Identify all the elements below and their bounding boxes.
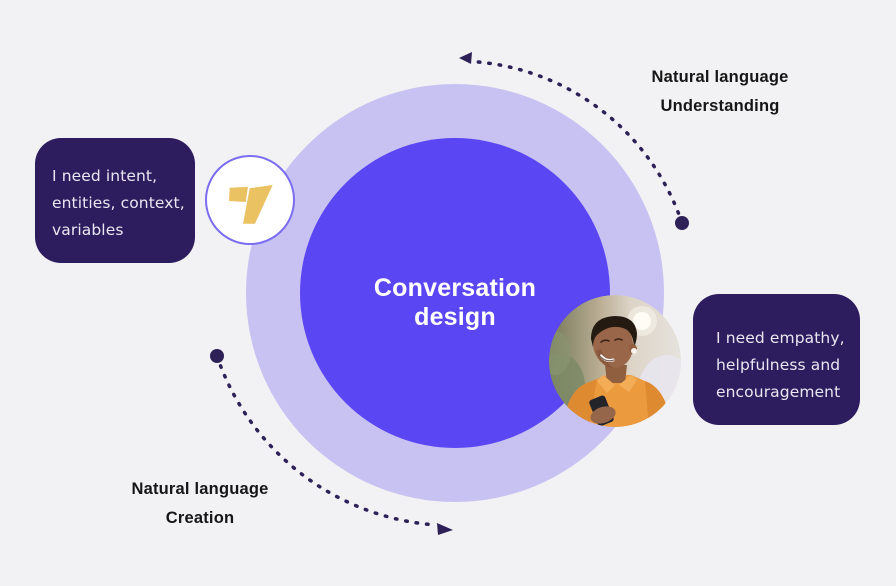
yellow-ai-logo-icon bbox=[229, 185, 273, 224]
bottom-arc-start-dot bbox=[210, 349, 224, 363]
logo-badge bbox=[205, 155, 295, 245]
top-arc-start-dot bbox=[675, 216, 689, 230]
right-callout-bubble: I need empathy, helpfulness and encourag… bbox=[693, 294, 860, 425]
right-callout-line3: encouragement bbox=[716, 382, 841, 401]
user-photo bbox=[549, 295, 681, 427]
right-callout-line1: I need empathy, bbox=[716, 328, 845, 347]
right-callout-line2: helpfulness and bbox=[716, 355, 841, 374]
left-callout-line1: I need intent, bbox=[52, 167, 158, 185]
nlu-label-line2: Understanding bbox=[660, 97, 780, 115]
left-callout-line3: variables bbox=[52, 221, 124, 239]
center-title-line1: Conversation bbox=[373, 273, 537, 302]
left-callout-bubble: I need intent, entities, context, variab… bbox=[35, 138, 195, 263]
arrow-left-icon bbox=[459, 52, 472, 64]
arrow-right-icon bbox=[437, 523, 453, 535]
center-title: Conversation design bbox=[374, 274, 536, 332]
left-callout-line2: entities, context, bbox=[52, 194, 185, 212]
nlc-label-line2: Creation bbox=[165, 509, 235, 527]
center-title-line2: design bbox=[414, 302, 496, 331]
nlu-label-line1: Natural language bbox=[651, 68, 789, 86]
nlu-label: Natural language Understanding bbox=[600, 63, 840, 121]
nlc-label-line1: Natural language bbox=[131, 480, 269, 498]
nlc-label: Natural language Creation bbox=[80, 475, 320, 533]
